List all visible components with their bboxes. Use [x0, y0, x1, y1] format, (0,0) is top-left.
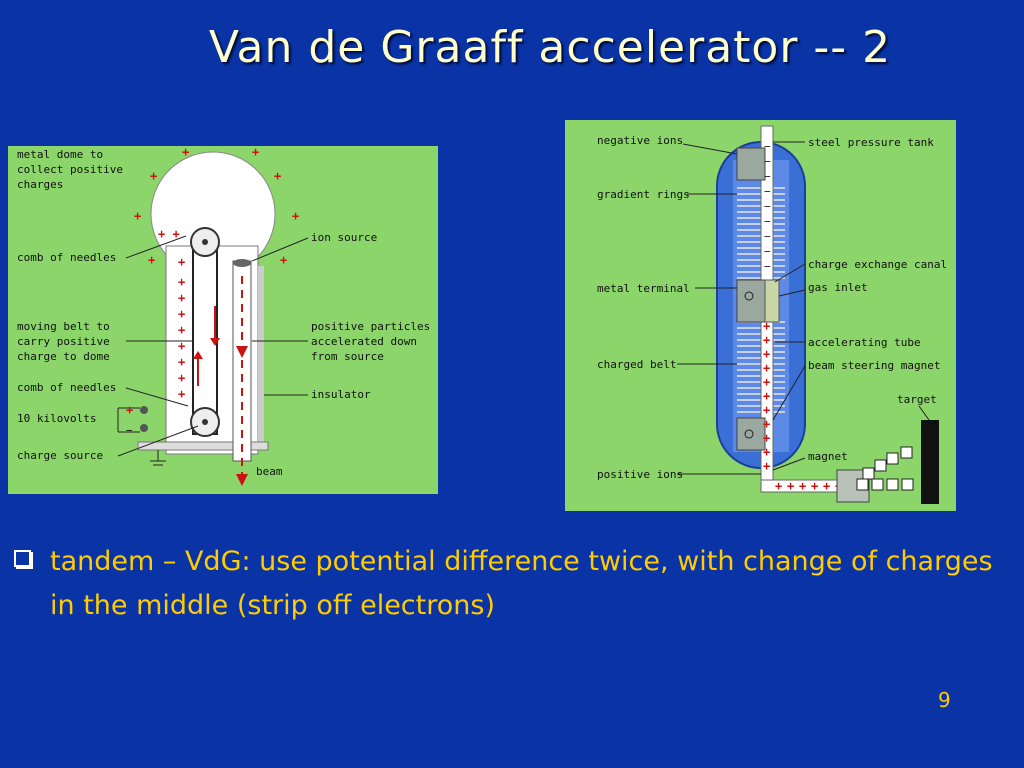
svg-text:+: + [178, 371, 185, 385]
label-charge-exchange: charge exchange canal [808, 258, 947, 271]
svg-text:+: + [134, 209, 141, 223]
svg-text:−: − [764, 185, 771, 198]
label-belt-1: moving belt to [17, 320, 110, 333]
svg-text:+: + [763, 319, 770, 333]
svg-text:+: + [178, 255, 185, 269]
svg-text:+: + [178, 355, 185, 369]
svg-text:+: + [763, 389, 770, 403]
svg-text:−: − [764, 140, 771, 153]
label-belt-3: charge to dome [17, 350, 110, 363]
label-comb-top: comb of needles [17, 251, 116, 264]
svg-text:+: + [823, 479, 830, 493]
svg-text:+: + [178, 307, 185, 321]
svg-text:+: + [126, 403, 133, 417]
van-de-graaff-diagram: + + + + + + + + + + + + + + + + + + + + … [8, 146, 438, 494]
metal-terminal [736, 279, 766, 323]
bullet-item: tandem – VdG: use potential difference t… [14, 540, 1004, 628]
label-voltage: 10 kilovolts [17, 412, 96, 425]
svg-text:+: + [280, 253, 287, 267]
svg-text:+: + [787, 479, 794, 493]
svg-text:+: + [763, 375, 770, 389]
svg-text:+: + [274, 169, 281, 183]
label-insulator: insulator [311, 388, 371, 401]
svg-text:+ +: + + [158, 227, 180, 241]
svg-text:−: − [764, 215, 771, 228]
svg-text:−: − [126, 424, 133, 437]
svg-text:+: + [178, 387, 185, 401]
svg-text:+: + [763, 403, 770, 417]
label-negative-ions: negative ions [597, 134, 683, 147]
svg-text:+: + [799, 479, 806, 493]
label-particles-3: from source [311, 350, 384, 363]
label-positive-ions: positive ions [597, 468, 683, 481]
svg-text:+: + [178, 339, 185, 353]
svg-text:+: + [763, 361, 770, 375]
label-ion-source: ion source [311, 231, 377, 244]
svg-text:−: − [764, 245, 771, 258]
svg-text:−: − [764, 170, 771, 183]
label-metal-dome-3: charges [17, 178, 63, 191]
label-target: target [897, 393, 937, 406]
label-charged-belt: charged belt [597, 358, 676, 371]
svg-text:+: + [763, 431, 770, 445]
label-comb-bottom: comb of needles [17, 381, 116, 394]
svg-text:+: + [252, 146, 259, 159]
label-particles-2: accelerated down [311, 335, 417, 348]
svg-text:+: + [178, 275, 185, 289]
svg-text:+: + [763, 445, 770, 459]
svg-text:+: + [292, 209, 299, 223]
svg-text:+: + [182, 146, 189, 159]
label-belt-2: carry positive [17, 335, 110, 348]
svg-text:−: − [764, 200, 771, 213]
label-metal-dome-1: metal dome to [17, 148, 103, 161]
label-magnet: magnet [808, 450, 848, 463]
page-number: 9 [938, 688, 951, 712]
svg-text:+: + [775, 479, 782, 493]
bullet-text: tandem – VdG: use potential difference t… [50, 546, 993, 621]
svg-text:−: − [764, 230, 771, 243]
svg-text:−: − [764, 260, 771, 273]
label-steel-tank: steel pressure tank [808, 136, 934, 149]
target [921, 420, 939, 504]
label-charge-source: charge source [17, 449, 103, 462]
svg-text:+: + [178, 291, 185, 305]
svg-text:+: + [811, 479, 818, 493]
svg-text:+: + [763, 417, 770, 431]
label-beam-steering: beam steering magnet [808, 359, 940, 372]
label-metal-terminal: metal terminal [597, 282, 690, 295]
label-particles-1: positive particles [311, 320, 430, 333]
svg-text:+: + [148, 253, 155, 267]
label-gradient-rings: gradient rings [597, 188, 690, 201]
svg-text:+: + [763, 333, 770, 347]
svg-text:−: − [764, 155, 771, 168]
slide-title: Van de Graaff accelerator -- 2 [208, 22, 892, 73]
label-accelerating-tube: accelerating tube [808, 336, 921, 349]
svg-text:+: + [150, 169, 157, 183]
label-metal-dome-2: collect positive [17, 163, 123, 176]
tandem-accelerator-diagram: −−− −−− −−− +++ +++ +++ ++ +++ +++ [565, 120, 956, 511]
checkbox-bullet-icon [14, 550, 33, 569]
svg-text:+: + [763, 459, 770, 473]
svg-text:+: + [178, 323, 185, 337]
label-gas-inlet: gas inlet [808, 281, 868, 294]
svg-text:+: + [763, 347, 770, 361]
label-beam: beam [256, 465, 283, 478]
